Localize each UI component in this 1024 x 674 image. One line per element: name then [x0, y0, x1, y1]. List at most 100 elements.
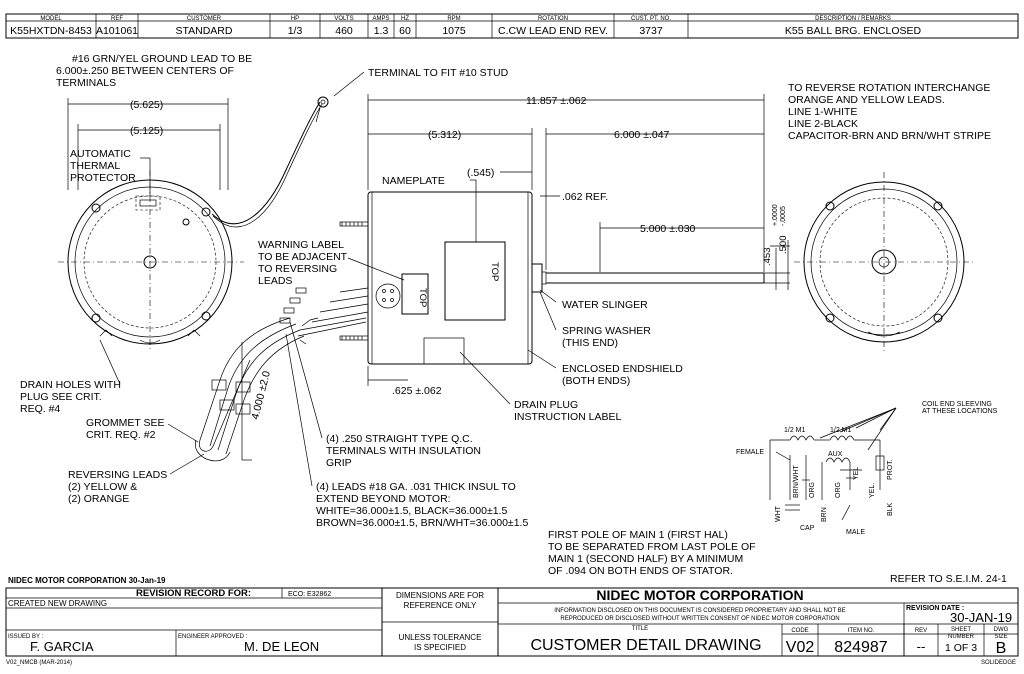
leads-note-1: (4) LEADS #18 GA. .031 THICK INSUL TO — [316, 481, 516, 493]
dim-500-tol-minus: -.0005 — [780, 206, 787, 226]
grommet-note-1: GROMMET SEE — [86, 417, 165, 429]
thermal-note-1: AUTOMATIC — [70, 148, 131, 160]
leader-lines — [99, 157, 557, 487]
reverse-note-3: LINE 1-WHITE — [788, 106, 857, 118]
header-label-10: DESCRIPTION / REMARKS — [815, 16, 891, 22]
revision-record-label: REVISION RECORD FOR: — [136, 588, 251, 599]
header-value-9: 3737 — [639, 25, 663, 37]
female-label: FEMALE — [736, 449, 764, 456]
title-label: TITLE — [632, 626, 648, 632]
main2-label: 1/2 M1 — [830, 427, 852, 434]
dim-545: (.545) — [467, 167, 494, 179]
dwg-label-1: DWG — [994, 627, 1009, 633]
proprietary-2: REPRODUCED OR DISCLOSED WITHOUT WRITTEN … — [560, 616, 839, 622]
issued-by-name: F. GARCIA — [30, 639, 94, 654]
terminal-note: TERMINAL TO FIT #10 STUD — [368, 67, 509, 79]
header-label-2: CUSTOMER — [187, 16, 222, 22]
warning-note-2: TO BE ADJACENT — [258, 251, 348, 263]
dim-5000: 5.000 ±.030 — [640, 223, 696, 235]
header-label-4: VOLTS — [334, 16, 353, 22]
male-label: MALE — [846, 529, 865, 536]
drain-holes-note-2: PLUG SEE CRIT. — [20, 391, 102, 403]
dim-4000: 4.000 ±2.0 — [249, 370, 273, 421]
drain-holes-note-1: DRAIN HOLES WITH — [20, 379, 121, 391]
spring-washer-note-1: SPRING WASHER — [562, 325, 651, 337]
dim-5125: (5.125) — [130, 125, 163, 137]
item-number: 824987 — [834, 639, 887, 656]
header-label-1: REF — [111, 16, 123, 22]
org-label-2: ORG — [835, 482, 842, 498]
dwg-label-2: SIZE — [994, 634, 1007, 640]
revision-date: 30-JAN-19 — [950, 610, 1012, 625]
header-value-7: 1075 — [442, 25, 466, 37]
sheet-label-1: SHEET — [951, 627, 971, 633]
code-value: V02 — [786, 639, 815, 656]
motor-side-view — [297, 191, 765, 365]
cap-label: CAP — [800, 525, 815, 532]
warning-note-4: LEADS — [258, 275, 292, 287]
header-table: MODELK55HXTDN-8453REFA101061CUSTOMERSTAN… — [5, 13, 1019, 39]
dim-453: .453 — [762, 248, 773, 267]
reverse-note-2: ORANGE AND YELLOW LEADS. — [788, 94, 945, 106]
first-pole-note-1: FIRST POLE OF MAIN 1 (FIRST HAL) — [548, 529, 728, 541]
header-value-3: 1/3 — [288, 25, 303, 37]
drain-plug-note-1: DRAIN PLUG — [514, 399, 578, 411]
ground-lead-note-3: TERMINALS — [56, 77, 116, 89]
dim-625: .625 ±.062 — [392, 385, 442, 397]
sheet-label-2: NUMBER — [948, 634, 975, 640]
reversing-leads — [194, 287, 319, 462]
ground-lead — [211, 71, 365, 228]
tolerance-1: UNLESS TOLERANCE — [399, 633, 482, 642]
blk-label: BLK — [887, 502, 894, 516]
qc-note-3: GRIP — [326, 457, 352, 469]
water-slinger-note: WATER SLINGER — [562, 299, 648, 311]
first-pole-note-2: TO BE SEPARATED FROM LAST POLE OF — [548, 541, 756, 553]
right-end-view — [794, 172, 974, 352]
endshield-note-1: ENCLOSED ENDSHIELD — [562, 363, 683, 375]
header-value-4: 460 — [335, 25, 353, 37]
header-label-0: MODEL — [40, 16, 62, 22]
wiring-labels: COIL END SLEEVING AT THESE LOCATIONS FEM… — [736, 401, 998, 536]
company-date-stamp: NIDEC MOTOR CORPORATION 30-Jan-19 — [8, 576, 166, 585]
code-label: CODE — [791, 628, 808, 634]
header-label-5: AMPS — [372, 16, 389, 22]
dimension-texts: (5.625) (5.125) 11.857 ±.062 (5.312) 6.0… — [130, 95, 789, 421]
leads-note-3: WHITE=36.000±1.5, BLACK=36.000±1.5 — [316, 505, 507, 517]
engineer-label: ENGINEER APPROVED : — [178, 634, 248, 640]
header-label-6: HZ — [401, 16, 409, 22]
drain-holes-note-3: REQ. #4 — [20, 403, 60, 415]
thermal-note-3: PROTECTOR — [70, 172, 136, 184]
revision-description: CREATED NEW DRAWING — [8, 599, 107, 608]
ground-lead-note-2: 6.000±.250 BETWEEN CENTERS OF — [56, 65, 234, 77]
reverse-note-4: LINE 2-BLACK — [788, 118, 858, 130]
first-pole-note-4: OF .094 ON BOTH ENDS OF STATOR. — [548, 565, 733, 577]
dim-5312: (5.312) — [428, 129, 461, 141]
engineer-name: M. DE LEON — [244, 639, 319, 654]
reversing-note-3: (2) ORANGE — [68, 493, 129, 505]
prot-label: PROT. — [887, 459, 894, 480]
coil-note-1: COIL END SLEEVING — [922, 401, 992, 408]
dims-ref-1: DIMENSIONS ARE FOR — [396, 591, 484, 600]
item-label: ITEM NO. — [848, 628, 875, 634]
aux-label: AUX — [828, 451, 843, 458]
top-label-nameplate: TOP — [489, 262, 500, 281]
footer-right: SOLIDEDGE — [981, 660, 1016, 666]
proprietary-1: INFORMATION DISCLOSED ON THIS DOCUMENT I… — [554, 608, 845, 614]
dwg-size: B — [996, 640, 1007, 657]
grommet-note-2: CRIT. REQ. #2 — [86, 429, 156, 441]
dims-ref-2: REFERENCE ONLY — [404, 601, 477, 610]
leads-note-4: BROWN=36.000±1.5, BRN/WHT=36.000±1.5 — [316, 517, 528, 529]
issued-by-label: ISSUED BY : — [8, 634, 44, 640]
drawing-title: CUSTOMER DETAIL DRAWING — [530, 637, 761, 654]
yel-label-2: YEL. — [869, 483, 876, 498]
brn-label: BRN — [821, 507, 828, 522]
header-value-5: 1.3 — [374, 25, 389, 37]
title-block: NIDEC MOTOR CORPORATION 30-Jan-19 REVISI… — [5, 576, 1019, 666]
rev-value: -- — [917, 639, 926, 654]
yel-label-1: YEL — [853, 467, 860, 480]
dim-6000: 6.000 ±.047 — [614, 129, 670, 141]
dim-500-tol-plus: +.0000 — [772, 204, 779, 226]
footer-left: V02_NMCB (MAR-2014) — [6, 660, 72, 666]
dimension-lines — [67, 94, 790, 386]
